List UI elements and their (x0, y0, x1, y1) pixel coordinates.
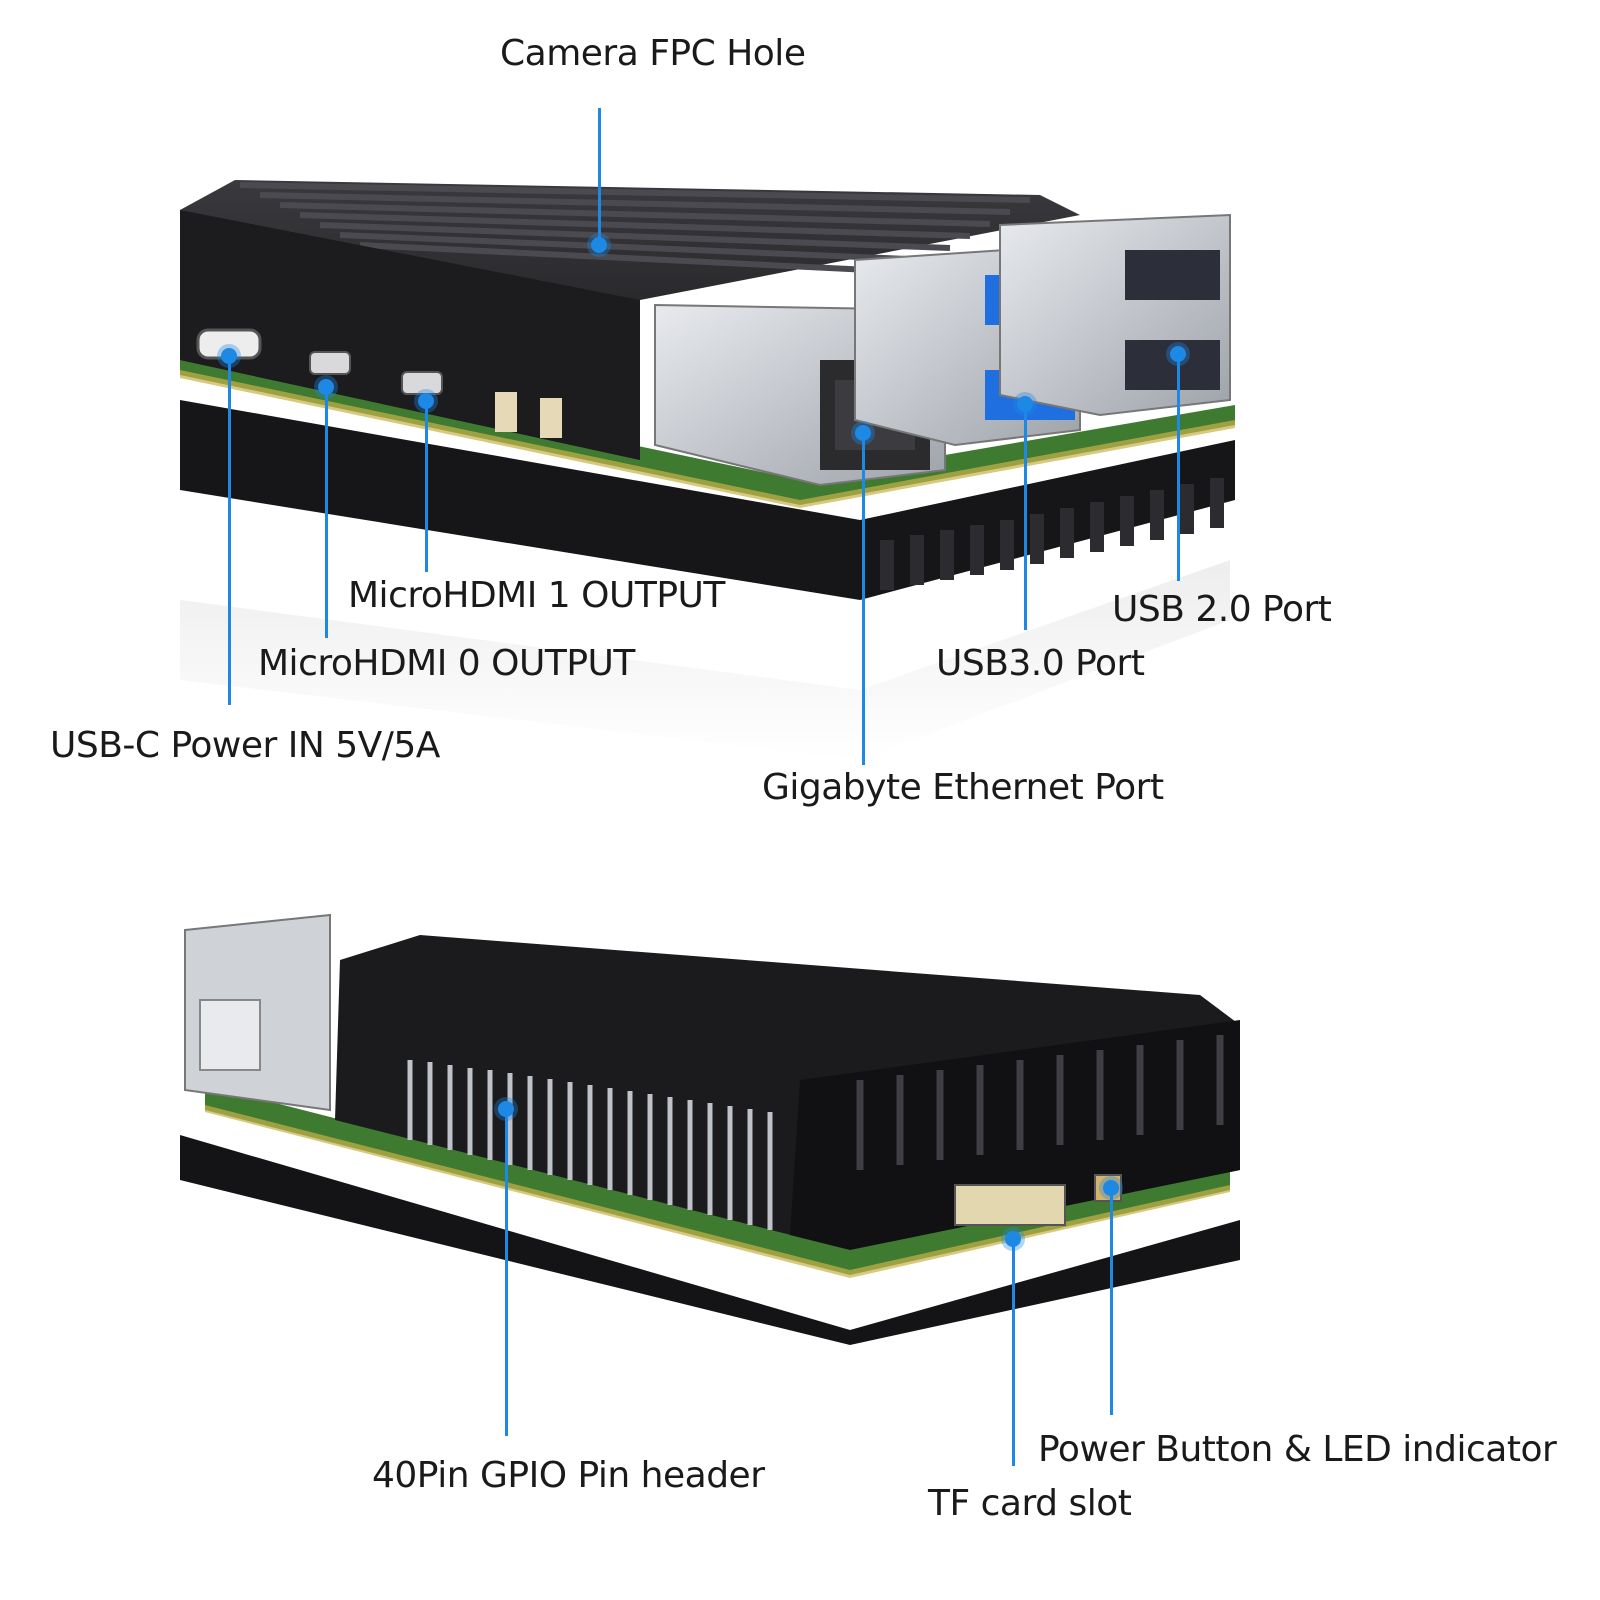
usbc-callout-dot (221, 348, 237, 364)
usb3-label: USB3.0 Port (936, 643, 1145, 684)
usbc-callout-line (228, 355, 231, 705)
usb2-callout-line (1177, 353, 1180, 581)
camera-callout-dot (591, 237, 607, 253)
gpio-pin-shapes (407, 1060, 773, 1230)
usb2-callout-dot (1170, 346, 1186, 362)
hdmi1-callout-dot (418, 393, 434, 409)
camera-fpc-label: Camera FPC Hole (500, 33, 806, 74)
hdmi0-callout-dot (318, 379, 334, 395)
hdmi1-callout-line (425, 400, 428, 572)
gpio-callout-line (505, 1108, 508, 1436)
usbc-power-label: USB-C Power IN 5V/5A (50, 725, 440, 766)
power-button-label: Power Button & LED indicator (1038, 1429, 1557, 1470)
tf-callout-dot (1005, 1231, 1021, 1247)
top-pcb (180, 350, 1235, 505)
power-callout-dot (1103, 1180, 1119, 1196)
usb3-callout-line (1024, 403, 1027, 630)
hdmi0-callout-line (325, 386, 328, 638)
top-heatsink-fins (239, 182, 1031, 275)
ethernet-callout-line (862, 432, 865, 765)
power-callout-line (1110, 1187, 1113, 1415)
ethernet-callout-dot (855, 425, 871, 441)
microhdmi0-label: MicroHDMI 0 OUTPUT (258, 643, 635, 684)
top-base-fins (880, 478, 1224, 590)
usb3-callout-dot (1017, 396, 1033, 412)
top-device-reflection (180, 560, 1230, 760)
bottom-pcb (205, 1085, 1230, 1275)
gpio-callout-dot (498, 1101, 514, 1117)
camera-callout-line (598, 108, 601, 243)
bottom-heatsink-fins (856, 1035, 1224, 1170)
tf-card-label: TF card slot (928, 1483, 1132, 1524)
tf-callout-line (1012, 1238, 1015, 1466)
ethernet-label: Gigabyte Ethernet Port (762, 767, 1164, 808)
gpio-header-label: 40Pin GPIO Pin header (372, 1455, 765, 1496)
microhdmi1-label: MicroHDMI 1 OUTPUT (348, 575, 725, 616)
bottom-base-plate (180, 1135, 1240, 1345)
usb2-label: USB 2.0 Port (1112, 589, 1332, 630)
